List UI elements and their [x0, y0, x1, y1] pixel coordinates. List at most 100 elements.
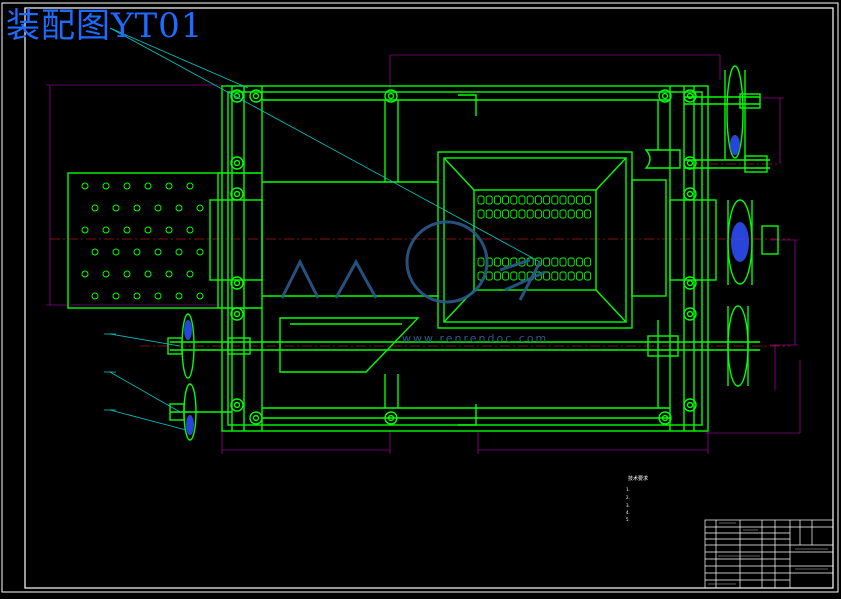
- sieve-slot: [584, 209, 592, 219]
- sieve-slot: [559, 271, 567, 281]
- perforated-plate-holes: [81, 182, 204, 300]
- plate-hole: [186, 270, 194, 278]
- sieve-slot: [510, 271, 518, 281]
- sieve-slot: [493, 271, 501, 281]
- sieve-slot: [493, 209, 501, 219]
- sieve-slot: [575, 271, 583, 281]
- plate-hole: [102, 270, 110, 278]
- plate-hole: [196, 204, 204, 212]
- sieve-slot: [493, 195, 501, 205]
- sieve-slot: [518, 195, 526, 205]
- sieve-slot: [567, 271, 575, 281]
- drawing-frame: [24, 7, 834, 589]
- plate-hole: [154, 248, 162, 256]
- plate-hole: [133, 248, 141, 256]
- plate-hole: [175, 248, 183, 256]
- plate-hole: [112, 292, 120, 300]
- sieve-slot: [543, 271, 551, 281]
- plate-hole: [186, 182, 194, 190]
- sieve-slot: [567, 257, 575, 267]
- sieve-slot: [551, 209, 559, 219]
- sieve-slot: [502, 257, 510, 267]
- frame-bolts: [230, 89, 697, 425]
- sieve-slot: [477, 209, 485, 219]
- plate-hole: [133, 204, 141, 212]
- watermark-emblem: [280, 220, 546, 304]
- sieve-slot: [502, 195, 510, 205]
- note-line: 1.: [626, 487, 630, 492]
- plate-hole: [123, 226, 131, 234]
- sieve-slot: [575, 209, 583, 219]
- sieve-slot: [477, 195, 485, 205]
- plate-hole: [102, 182, 110, 190]
- sieve-slot: [575, 257, 583, 267]
- title-block: [704, 519, 834, 589]
- sieve-slot: [502, 209, 510, 219]
- sieve-slot: [543, 257, 551, 267]
- plate-hole: [144, 270, 152, 278]
- watermark-text: www.renrendoc.com: [402, 332, 549, 345]
- sieve-slot: [510, 209, 518, 219]
- plate-hole: [133, 292, 141, 300]
- plate-hole: [91, 248, 99, 256]
- sieve-slot: [575, 195, 583, 205]
- plate-hole: [165, 226, 173, 234]
- sieve-slot: [502, 271, 510, 281]
- sieve-slot: [584, 195, 592, 205]
- drawing-title: 装配图YT01: [6, 6, 204, 46]
- sieve-slot: [584, 271, 592, 281]
- sieve-slot: [551, 257, 559, 267]
- plate-hole: [196, 292, 204, 300]
- plate-hole: [91, 292, 99, 300]
- note-line: 4.: [626, 510, 630, 515]
- plate-hole: [123, 270, 131, 278]
- sieve-slot: [559, 257, 567, 267]
- plate-hole: [81, 182, 89, 190]
- plate-hole: [196, 248, 204, 256]
- plate-hole: [144, 226, 152, 234]
- sieve-slot: [543, 209, 551, 219]
- sieve-slot: [567, 209, 575, 219]
- plate-hole: [154, 292, 162, 300]
- plate-hole: [144, 182, 152, 190]
- technical-notes-title: 技术要求: [628, 476, 649, 482]
- sieve-slot: [551, 195, 559, 205]
- sieve-slot: [584, 257, 592, 267]
- plate-hole: [81, 270, 89, 278]
- plate-hole: [165, 182, 173, 190]
- sieve-slot: [559, 209, 567, 219]
- sieve-slots: [477, 195, 592, 281]
- sieve-slot: [559, 195, 567, 205]
- note-line: 2.: [626, 495, 630, 500]
- sieve-slot: [485, 209, 493, 219]
- dimension-lines: [46, 54, 801, 454]
- plate-hole: [175, 292, 183, 300]
- sieve-slot: [534, 195, 542, 205]
- plate-hole: [112, 204, 120, 212]
- plate-hole: [123, 182, 131, 190]
- sieve-slot: [518, 271, 526, 281]
- sieve-slot: [567, 195, 575, 205]
- plate-hole: [186, 226, 194, 234]
- plate-hole: [112, 248, 120, 256]
- sieve-slot: [526, 209, 534, 219]
- sieve-slot: [477, 257, 485, 267]
- leader-lines: [104, 27, 541, 431]
- sieve-slot: [493, 257, 501, 267]
- sieve-slot: [551, 271, 559, 281]
- sieve-slot: [543, 195, 551, 205]
- plate-hole: [154, 204, 162, 212]
- sieve-slot: [485, 271, 493, 281]
- plate-hole: [91, 204, 99, 212]
- plate-hole: [102, 226, 110, 234]
- note-line: 5.: [626, 517, 630, 522]
- sieve-slot: [526, 195, 534, 205]
- plate-hole: [81, 226, 89, 234]
- centerlines: [50, 163, 790, 347]
- note-line: 3.: [626, 503, 630, 508]
- sieve-slot: [534, 209, 542, 219]
- pulley-hatching: [184, 135, 749, 435]
